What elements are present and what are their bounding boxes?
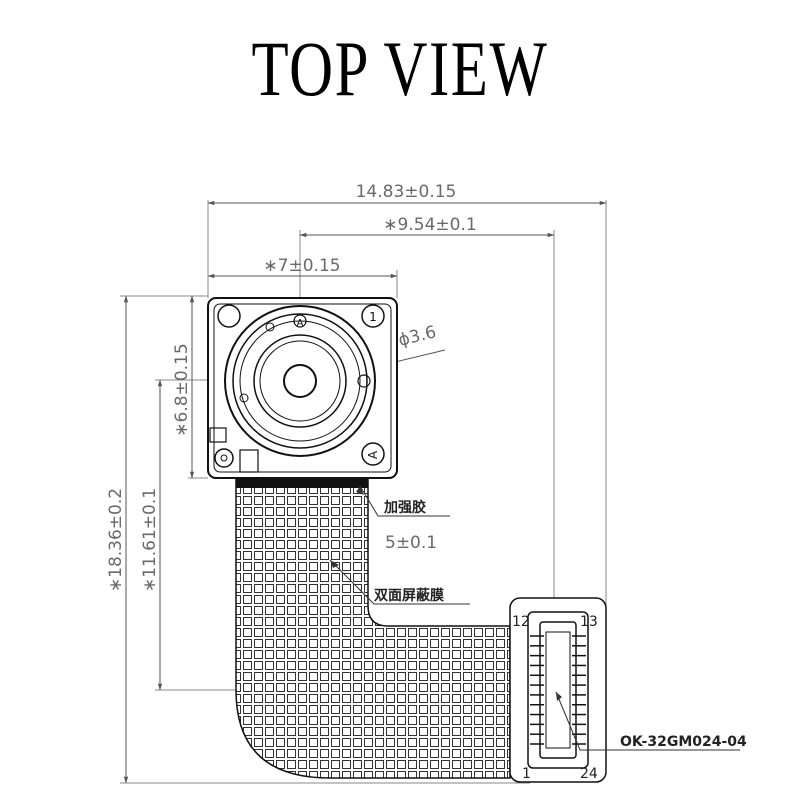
connector xyxy=(509,597,607,783)
pin-label-24: 24 xyxy=(580,766,598,782)
dim-lens-diameter: ϕ3.6 xyxy=(396,322,438,351)
dim-module-height: ∗6.8±0.15 xyxy=(172,343,192,436)
dim-overall-width: 14.83±0.15 xyxy=(356,182,457,202)
dim-overall-height: ∗18.36±0.2 xyxy=(106,488,126,592)
fpc-cable xyxy=(235,477,511,779)
dim-fpc-width: 5±0.1 xyxy=(385,533,437,553)
leader-arrow-film xyxy=(330,560,339,568)
label-connector-part: OK-32GM024-04 xyxy=(620,734,747,750)
label-shielding-film: 双面屏蔽膜 xyxy=(374,587,444,604)
label-stiffener-glue: 加强胶 xyxy=(383,499,426,516)
pin-label-12: 12 xyxy=(512,614,530,630)
pin-label-13: 13 xyxy=(580,614,598,630)
dim-connector-offset: ∗9.54±0.1 xyxy=(383,215,476,235)
pin-label-1: 1 xyxy=(522,766,531,782)
dim-connector-height: ∗11.61±0.1 xyxy=(140,488,160,592)
leader-arrow-connector xyxy=(556,692,562,701)
leader-arrow-glue xyxy=(356,486,364,495)
diagram-title: TOP VIEW xyxy=(251,25,549,112)
lens-mark-side: A xyxy=(366,450,380,459)
lens-mark-top: A xyxy=(297,318,304,329)
leader-lines xyxy=(329,485,740,751)
module-pin1-mark: 1 xyxy=(369,310,377,324)
dim-module-width: ∗7±0.15 xyxy=(263,256,340,276)
stiffener-strip xyxy=(236,478,368,488)
camera-module xyxy=(207,297,398,479)
